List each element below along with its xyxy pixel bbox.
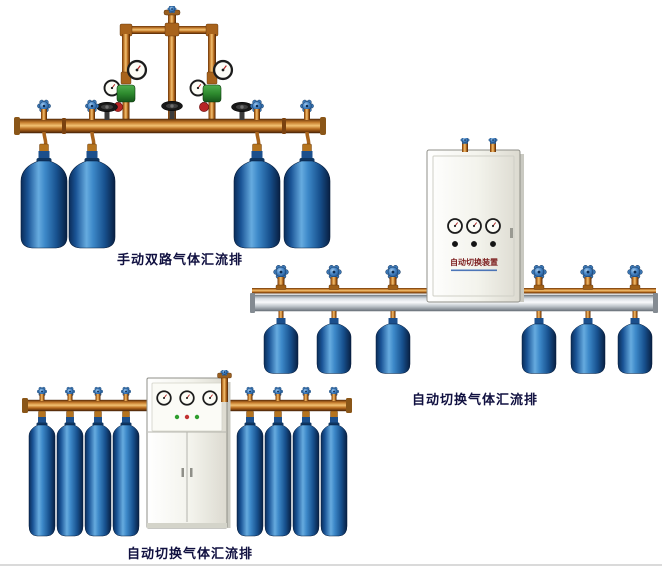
- pipe-union: [62, 118, 66, 134]
- cabinet-handle: [510, 228, 513, 238]
- pipe-union: [282, 118, 286, 134]
- shutoff-handwheel-icon: [96, 101, 118, 121]
- tee-center: [164, 22, 180, 37]
- auto-switch-floor-illustration: [22, 368, 352, 545]
- cabinet-valve-handwheel-icon: [488, 135, 498, 145]
- cabinet-instrument-panel: [151, 382, 223, 432]
- auto-switch-wall-illustration: 自动切换装置: [250, 135, 658, 394]
- cabinet-knob: [489, 240, 497, 248]
- figure-auto-switch-floor: [12, 368, 364, 550]
- cabinet-door-handle: [190, 468, 193, 477]
- product-caption: 自动切换气体汇流排: [126, 546, 253, 561]
- figure-auto-switch-wall: 自动切换装置: [248, 135, 662, 399]
- cylinder-station: [317, 265, 351, 373]
- branch-pipe-left: [122, 34, 130, 74]
- cabinet-label-underline: [451, 269, 497, 272]
- cabinet-valve-handwheel-icon: [460, 135, 470, 145]
- cabinet-shadow: [520, 154, 524, 302]
- indicator-light-green: [194, 414, 200, 420]
- cabinet-gauge-icon: [202, 390, 218, 406]
- cylinder-station: [522, 265, 556, 373]
- product-caption: 自动切换气体汇流排: [411, 392, 538, 407]
- shutoff-handwheel-icon: [161, 100, 183, 120]
- indicator-light-green: [174, 414, 180, 420]
- rail-end-cap-right: [653, 293, 658, 313]
- manifold-end-cap-left: [22, 398, 28, 413]
- outlet-riser-pipe: [221, 377, 228, 402]
- manual-dual-manifold-illustration: [14, 4, 346, 254]
- cylinder-station: [571, 265, 605, 373]
- cylinder-station: [376, 265, 410, 373]
- outlet-riser-pipe: [168, 14, 176, 119]
- branch-pipe-right: [208, 34, 216, 74]
- rail-end-cap-left: [250, 293, 255, 313]
- manifold-end-cap-right: [346, 398, 352, 413]
- cabinet-knob: [470, 240, 478, 248]
- cabinet-base: [147, 523, 227, 528]
- cabinet-gauge-icon: [447, 218, 463, 234]
- bottom-divider: [0, 564, 662, 566]
- cabinet-door-handle: [181, 468, 184, 477]
- manifold-end-cap-left: [14, 117, 20, 135]
- cabinet-shadow: [227, 382, 231, 528]
- shutoff-handwheel-icon: [231, 101, 253, 121]
- cabinet-gauge-icon: [156, 390, 172, 406]
- indicator-light-red: [184, 414, 190, 420]
- cabinet-top-fitting: [462, 140, 468, 152]
- cabinet-knob: [451, 240, 459, 248]
- cabinet-gauge-icon: [466, 218, 482, 234]
- manifold-end-cap-right: [320, 117, 326, 135]
- cabinet-label: 自动切换装置: [450, 257, 498, 267]
- product-caption: 手动双路气体汇流排: [116, 252, 243, 267]
- cabinet-top-fitting: [490, 140, 496, 152]
- cabinet-door-panel: [432, 155, 515, 297]
- cabinet-gauge-icon: [179, 390, 195, 406]
- figure-manual-dual-manifold: [6, 4, 346, 259]
- cabinet-gauge-icon: [485, 218, 501, 234]
- cylinder-station: [618, 265, 652, 373]
- cylinder-station: [264, 265, 298, 373]
